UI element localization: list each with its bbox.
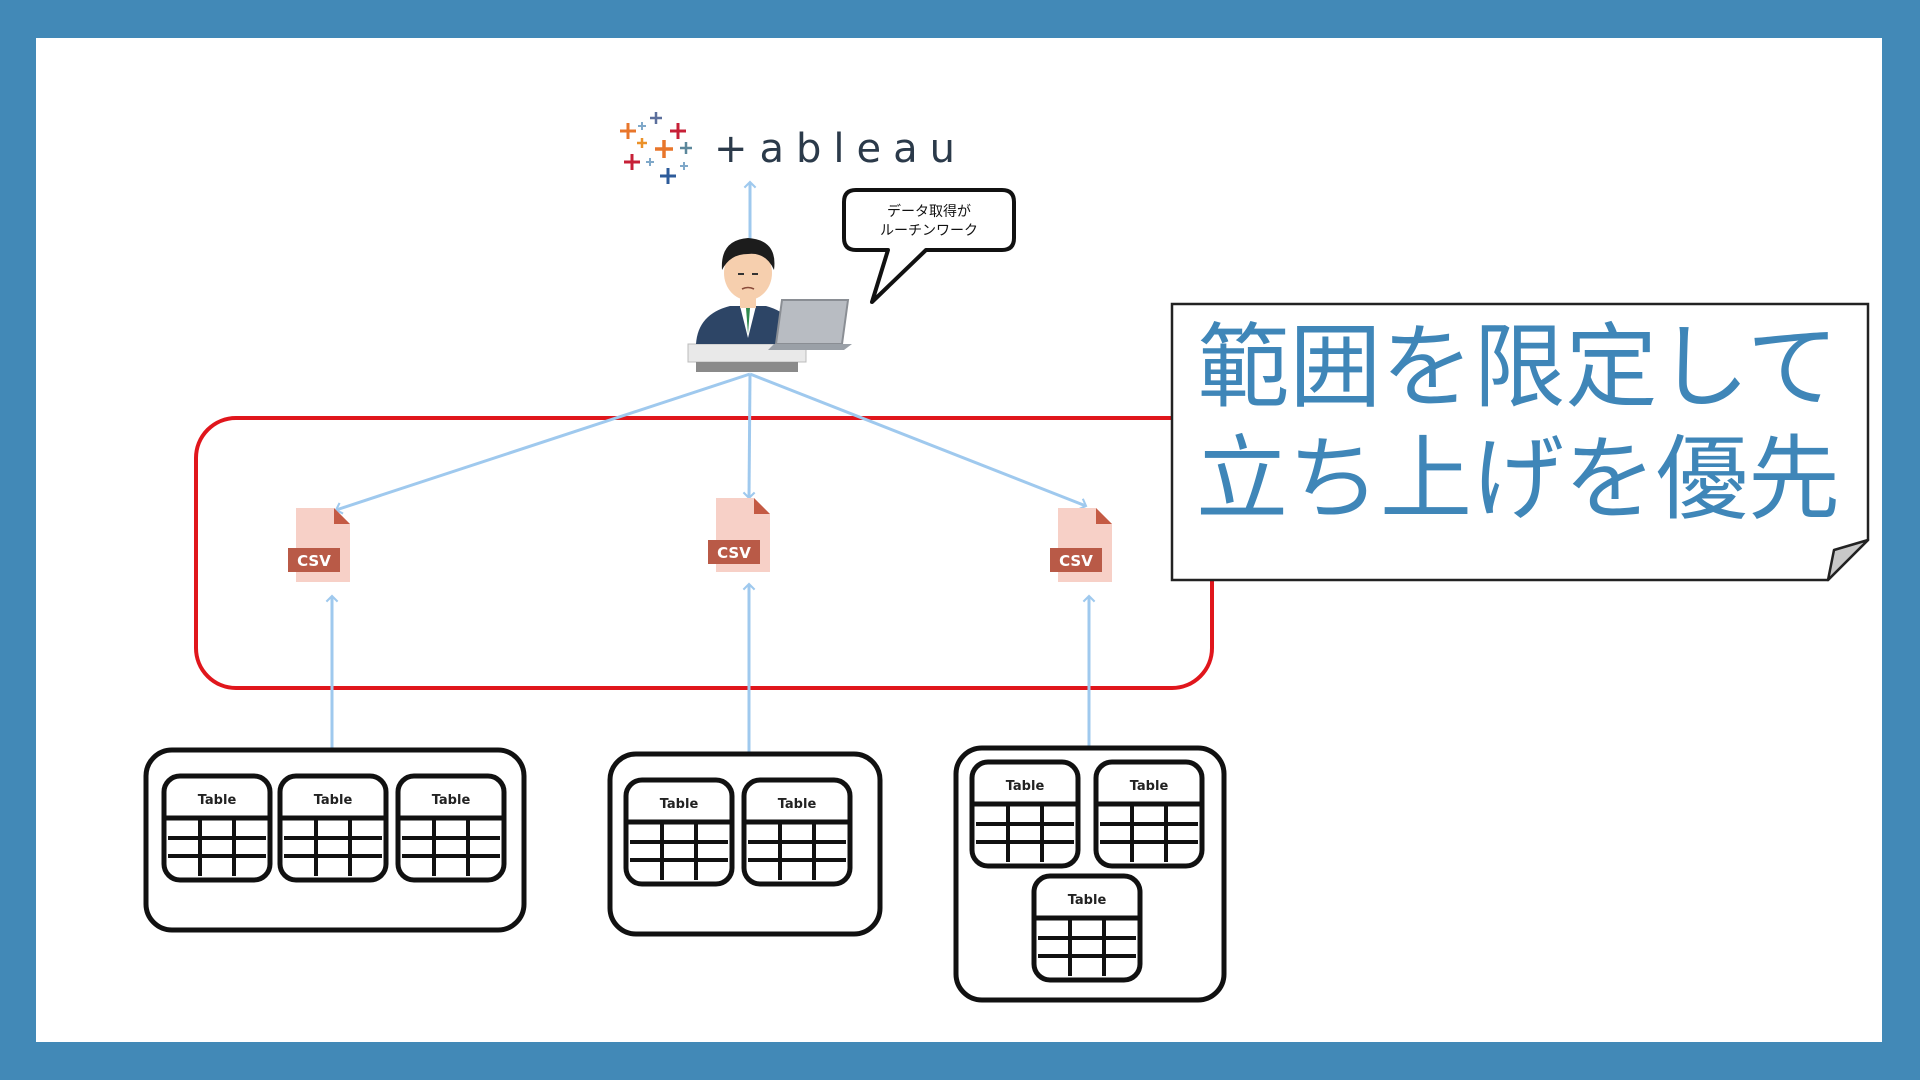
speech-bubble: データ取得が ルーチンワーク [842, 188, 1016, 304]
table-icon: Table [1093, 759, 1205, 869]
table-label: Table [1130, 779, 1169, 794]
slide-canvas: +ableau データ取得が ルーチンワーク [36, 38, 1882, 1042]
table-icon: Table [969, 759, 1081, 869]
csv-file-icon: CSV [708, 498, 770, 572]
csv-file-icon: CSV [288, 508, 350, 582]
table-label: Table [198, 793, 237, 808]
table-icon: Table [623, 777, 735, 887]
arrow-to-csv-3 [749, 372, 1088, 511]
csv-file-icon: CSV [1050, 508, 1112, 582]
table-label: Table [1006, 779, 1045, 794]
tableau-wordmark: +ableau [714, 126, 967, 172]
callout-text: 範囲を限定して 立ち上げを優先 [1172, 312, 1864, 536]
table-label: Table [778, 797, 817, 812]
table-icon: Table [277, 773, 389, 883]
table-icon: Table [741, 777, 853, 887]
bubble-line-1: データ取得が [887, 203, 971, 220]
office-worker-laptop-icon [687, 238, 852, 372]
callout-line-2: 立ち上げを優先 [1195, 426, 1840, 533]
arrow-to-csv-1 [334, 372, 751, 515]
table-icon: Table [395, 773, 507, 883]
table-label: Table [1068, 893, 1107, 908]
callout-line-1: 範囲を限定して [1197, 314, 1839, 421]
table-label: Table [314, 793, 353, 808]
table-label: Table [660, 797, 699, 812]
architecture-diagram: +ableau データ取得が ルーチンワーク [143, 112, 1227, 1003]
tableau-logo: +ableau [620, 112, 967, 184]
bubble-line-2: ルーチンワーク [880, 223, 978, 239]
csv-label: CSV [1059, 552, 1093, 570]
callout-note [1170, 302, 1870, 582]
table-icon: Table [161, 773, 273, 883]
table-label: Table [432, 793, 471, 808]
tableau-cross-icon [620, 112, 692, 184]
table-icon: Table [1031, 873, 1143, 983]
csv-label: CSV [297, 552, 331, 570]
arrow-to-csv-2 [742, 373, 756, 500]
csv-label: CSV [717, 544, 751, 562]
